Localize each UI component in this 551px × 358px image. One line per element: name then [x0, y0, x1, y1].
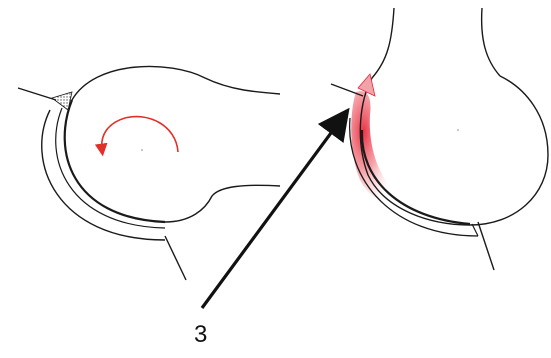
right-joint-figure [331, 8, 548, 270]
left-center-dot [141, 149, 143, 151]
left-wedge-line [18, 88, 56, 100]
left-head-outline [72, 66, 280, 100]
right-center-dot [457, 129, 459, 131]
right-neck-right-line [482, 8, 500, 76]
curved-arrow-icon [102, 117, 178, 152]
left-gap-wedge [52, 92, 72, 110]
left-joint-figure [18, 66, 280, 280]
straight-arrow-icon [202, 118, 342, 308]
left-head-lower-outline [165, 185, 280, 222]
right-contact-highlight [351, 91, 400, 208]
right-lower-stem [478, 222, 494, 270]
callout-label: 3 [194, 322, 207, 348]
left-lower-stem [165, 236, 186, 280]
right-liner-base [472, 224, 478, 236]
right-neck-left-line [372, 8, 394, 78]
right-wedge-line [331, 84, 363, 96]
